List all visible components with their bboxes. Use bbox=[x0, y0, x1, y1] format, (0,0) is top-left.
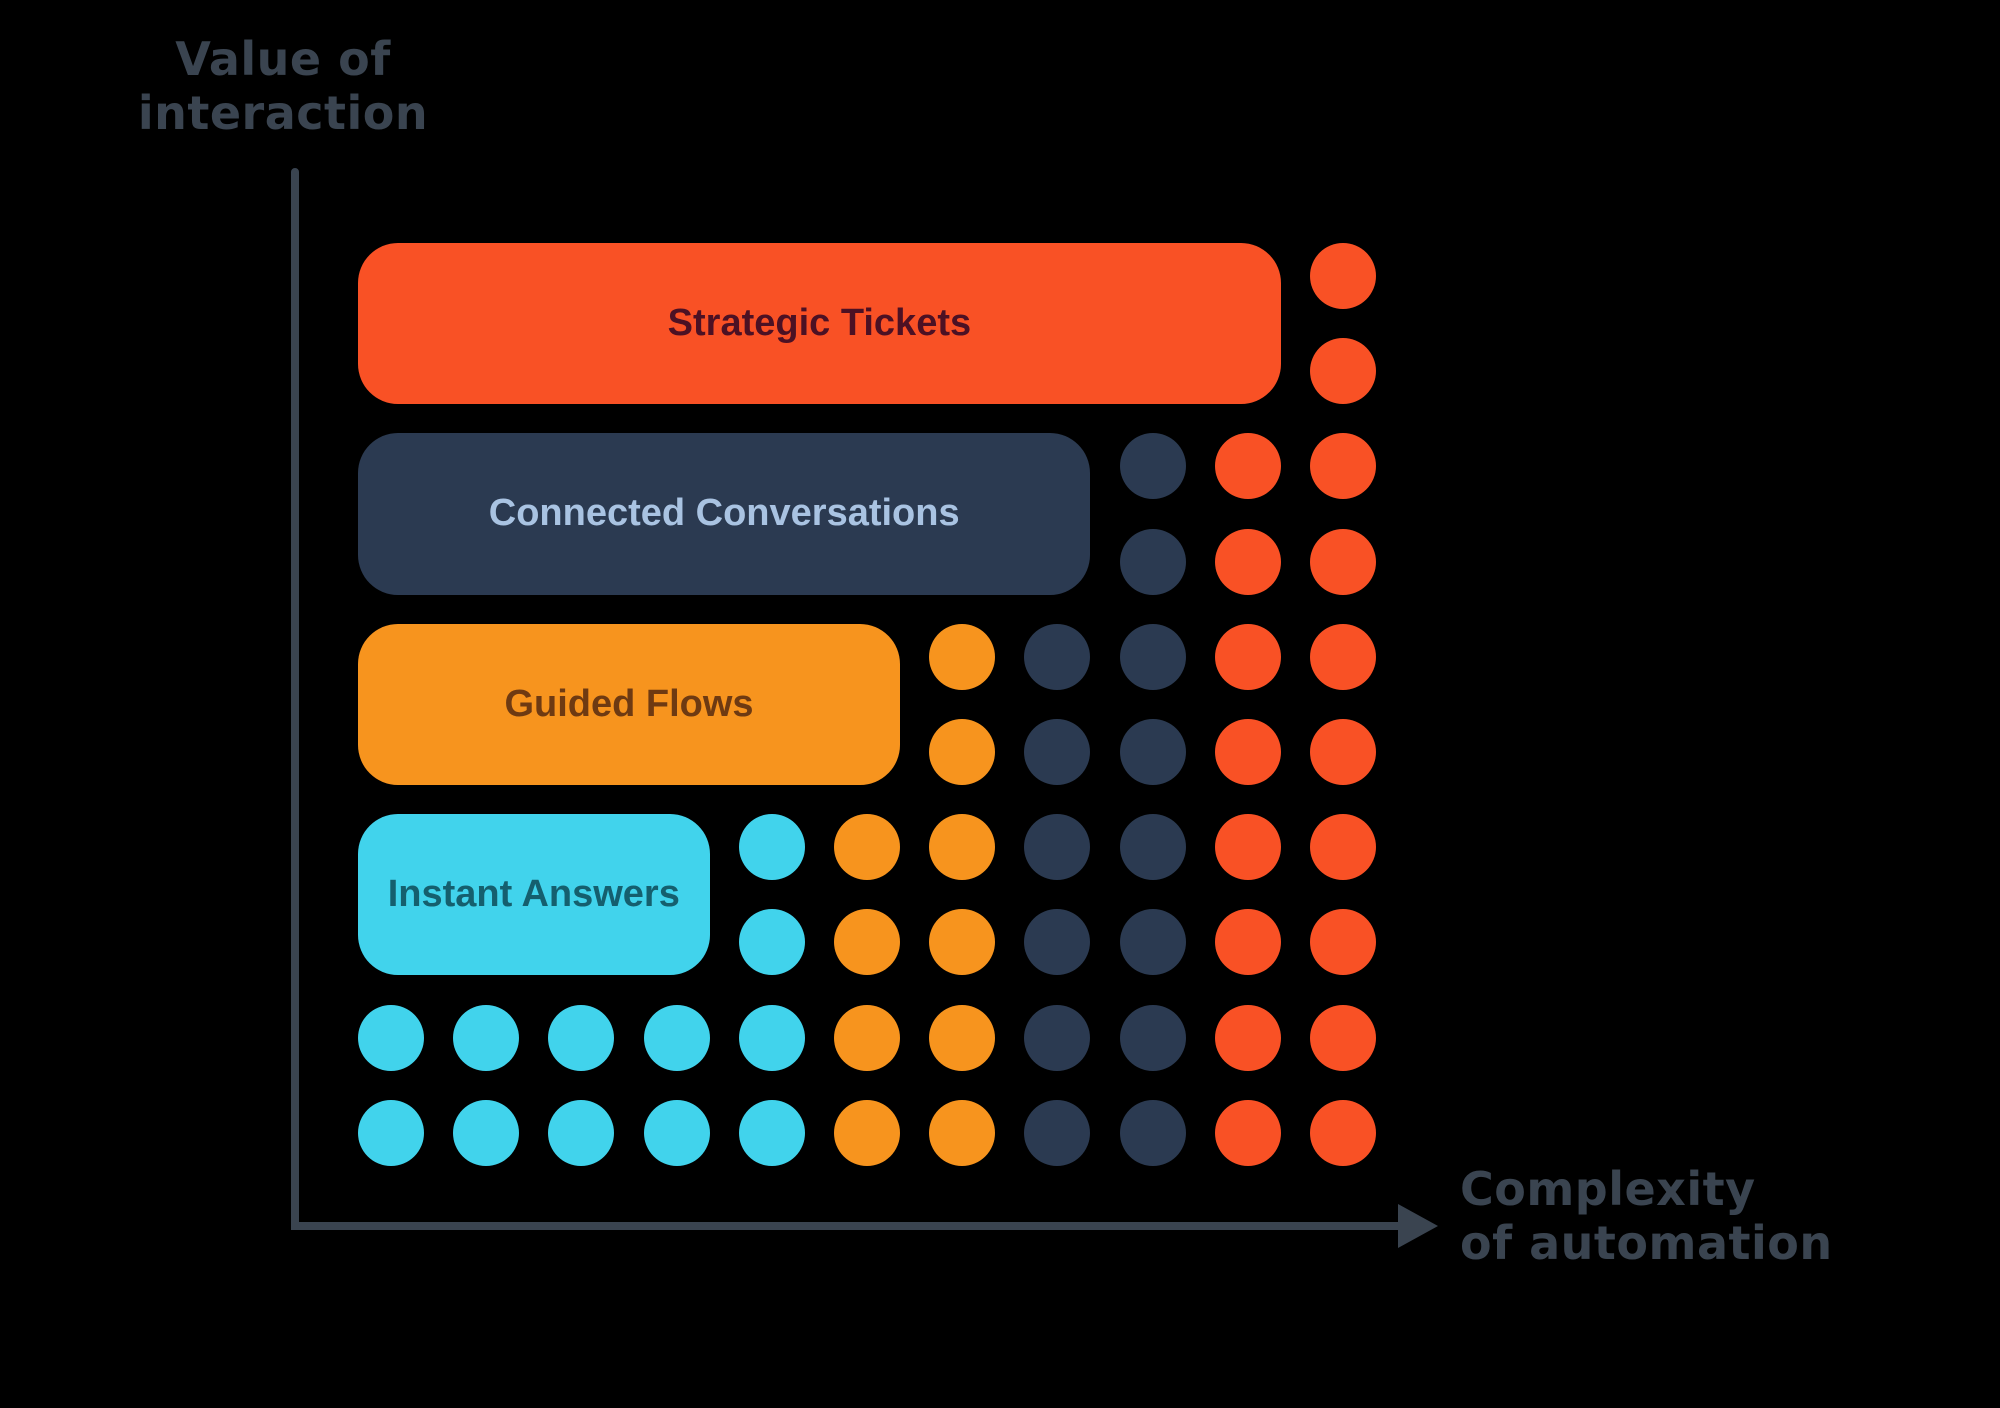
dot-cyan-r10-c2 bbox=[453, 1099, 520, 1166]
dot-red-r4-c11 bbox=[1310, 528, 1376, 595]
box-connected-conversations: Connected Conversations bbox=[358, 433, 1091, 595]
dot-orange-r10-c6 bbox=[834, 1099, 900, 1166]
dot-orange-r7-c6 bbox=[834, 814, 900, 881]
dot-navy-r9-c8 bbox=[1024, 1004, 1091, 1071]
dot-navy-r5-c8 bbox=[1024, 623, 1091, 690]
dot-orange-r5-c7 bbox=[929, 623, 996, 690]
dot-navy-r9-c9 bbox=[1119, 1004, 1186, 1071]
dot-navy-r8-c9 bbox=[1119, 909, 1186, 976]
dot-red-r8-c10 bbox=[1214, 909, 1281, 976]
dot-red-r3-c11 bbox=[1310, 433, 1376, 500]
y-axis-label-line2: interaction bbox=[137, 86, 429, 141]
dot-red-r7-c11 bbox=[1310, 814, 1376, 881]
dot-navy-r10-c9 bbox=[1119, 1099, 1186, 1166]
dot-orange-r8-c6 bbox=[834, 909, 900, 976]
dot-orange-r8-c7 bbox=[929, 909, 996, 976]
dot-cyan-r10-c5 bbox=[738, 1099, 805, 1166]
dot-navy-r5-c9 bbox=[1119, 623, 1186, 690]
axis-lines bbox=[291, 168, 1406, 1230]
dot-cyan-r9-c2 bbox=[453, 1004, 520, 1071]
box-instant-answers: Instant Answers bbox=[358, 814, 710, 976]
dot-red-r1-c11 bbox=[1310, 243, 1376, 309]
dot-orange-r9-c6 bbox=[834, 1004, 900, 1071]
y-axis-label: Value of interaction bbox=[83, 32, 483, 141]
dot-navy-r3-c9 bbox=[1119, 433, 1186, 500]
dot-orange-r10-c7 bbox=[929, 1099, 996, 1166]
dot-red-r9-c11 bbox=[1310, 1004, 1376, 1071]
box-label-strategic-tickets: Strategic Tickets bbox=[667, 302, 972, 345]
dot-cyan-r9-c1 bbox=[358, 1004, 424, 1071]
x-axis-label: Complexity of automation bbox=[1460, 1162, 1833, 1271]
dot-red-r4-c10 bbox=[1214, 528, 1281, 595]
dot-red-r5-c11 bbox=[1310, 623, 1376, 690]
dot-orange-r6-c7 bbox=[929, 719, 996, 785]
box-guided-flows: Guided Flows bbox=[358, 623, 900, 785]
x-axis-label-line2: of automation bbox=[1460, 1216, 1833, 1271]
box-label-guided-flows: Guided Flows bbox=[504, 682, 754, 725]
dot-cyan-r10-c3 bbox=[548, 1099, 615, 1166]
dot-navy-r10-c8 bbox=[1024, 1099, 1091, 1166]
dot-red-r5-c10 bbox=[1214, 623, 1281, 690]
dot-red-r2-c11 bbox=[1310, 338, 1376, 405]
dot-cyan-r9-c3 bbox=[548, 1004, 615, 1071]
x-axis-label-line1: Complexity bbox=[1460, 1162, 1756, 1216]
box-label-connected-conversations: Connected Conversations bbox=[488, 492, 960, 535]
dot-red-r7-c10 bbox=[1214, 814, 1281, 881]
dot-orange-r9-c7 bbox=[929, 1004, 996, 1071]
dot-cyan-r10-c4 bbox=[643, 1099, 710, 1166]
dot-red-r10-c10 bbox=[1214, 1099, 1281, 1166]
box-strategic-tickets: Strategic Tickets bbox=[358, 243, 1281, 405]
dot-red-r3-c10 bbox=[1214, 433, 1281, 500]
dot-navy-r6-c8 bbox=[1024, 719, 1091, 785]
dot-orange-r7-c7 bbox=[929, 814, 996, 881]
dot-cyan-r8-c5 bbox=[738, 909, 805, 976]
dot-red-r9-c10 bbox=[1214, 1004, 1281, 1071]
dot-cyan-r10-c1 bbox=[358, 1099, 424, 1166]
dot-red-r8-c11 bbox=[1310, 909, 1376, 976]
box-label-instant-answers: Instant Answers bbox=[387, 873, 680, 916]
dot-red-r6-c11 bbox=[1310, 719, 1376, 785]
dot-navy-r4-c9 bbox=[1119, 528, 1186, 595]
dot-cyan-r9-c4 bbox=[643, 1004, 710, 1071]
dot-cyan-r9-c5 bbox=[738, 1004, 805, 1071]
dot-red-r6-c10 bbox=[1214, 719, 1281, 785]
dot-navy-r8-c8 bbox=[1024, 909, 1091, 976]
dot-cyan-r7-c5 bbox=[738, 814, 805, 881]
dot-red-r10-c11 bbox=[1310, 1099, 1376, 1166]
dot-navy-r6-c9 bbox=[1119, 719, 1186, 785]
y-axis-label-line1: Value of bbox=[175, 32, 391, 86]
x-axis-arrowhead-icon bbox=[1398, 1204, 1438, 1248]
dot-navy-r7-c9 bbox=[1119, 814, 1186, 881]
dot-navy-r7-c8 bbox=[1024, 814, 1091, 881]
